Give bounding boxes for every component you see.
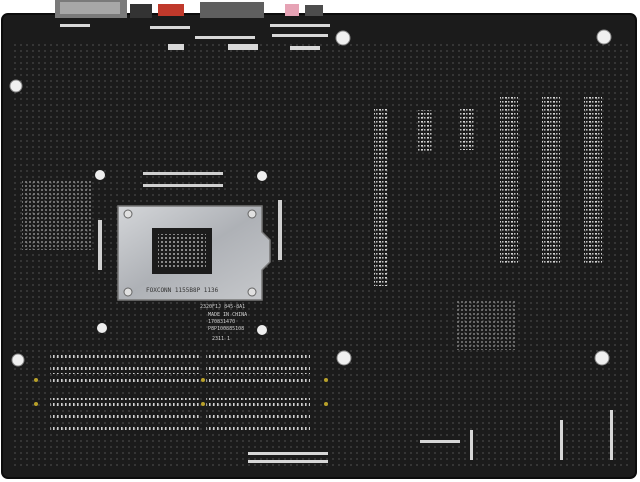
- screw-holes: [9, 29, 612, 367]
- capacitor-marks: [34, 378, 328, 406]
- cpu-backplate-bracket: FOXCONN 1155B8P 1136: [117, 205, 271, 301]
- cpu-area-pads: [98, 172, 282, 270]
- code-2-text: P8P100885108: [208, 326, 244, 332]
- code-3-text: 2311 1: [212, 336, 230, 342]
- expansion-slot-pins: [374, 96, 602, 286]
- rear-io-ports: [55, 0, 323, 18]
- mounting-dots: [95, 170, 267, 335]
- sticker-top-text: 2320F1J 845-8A1: [200, 304, 245, 310]
- chipset-via-cluster: [455, 300, 515, 350]
- code-1-text: 170831470: [208, 319, 235, 325]
- memory-slot-pins: [50, 352, 310, 430]
- made-in-text: MADE IN CHINA: [208, 312, 247, 318]
- serial-sticker-text: 2320F1J 845-8A1 MADE IN CHINA 170831470 …: [200, 304, 247, 342]
- bracket-brand-label: FOXCONN 1155B8P 1136: [146, 287, 219, 294]
- bottom-header-pads: [248, 410, 613, 463]
- left-via-cluster: [22, 180, 92, 250]
- top-connector-pads: [60, 24, 330, 50]
